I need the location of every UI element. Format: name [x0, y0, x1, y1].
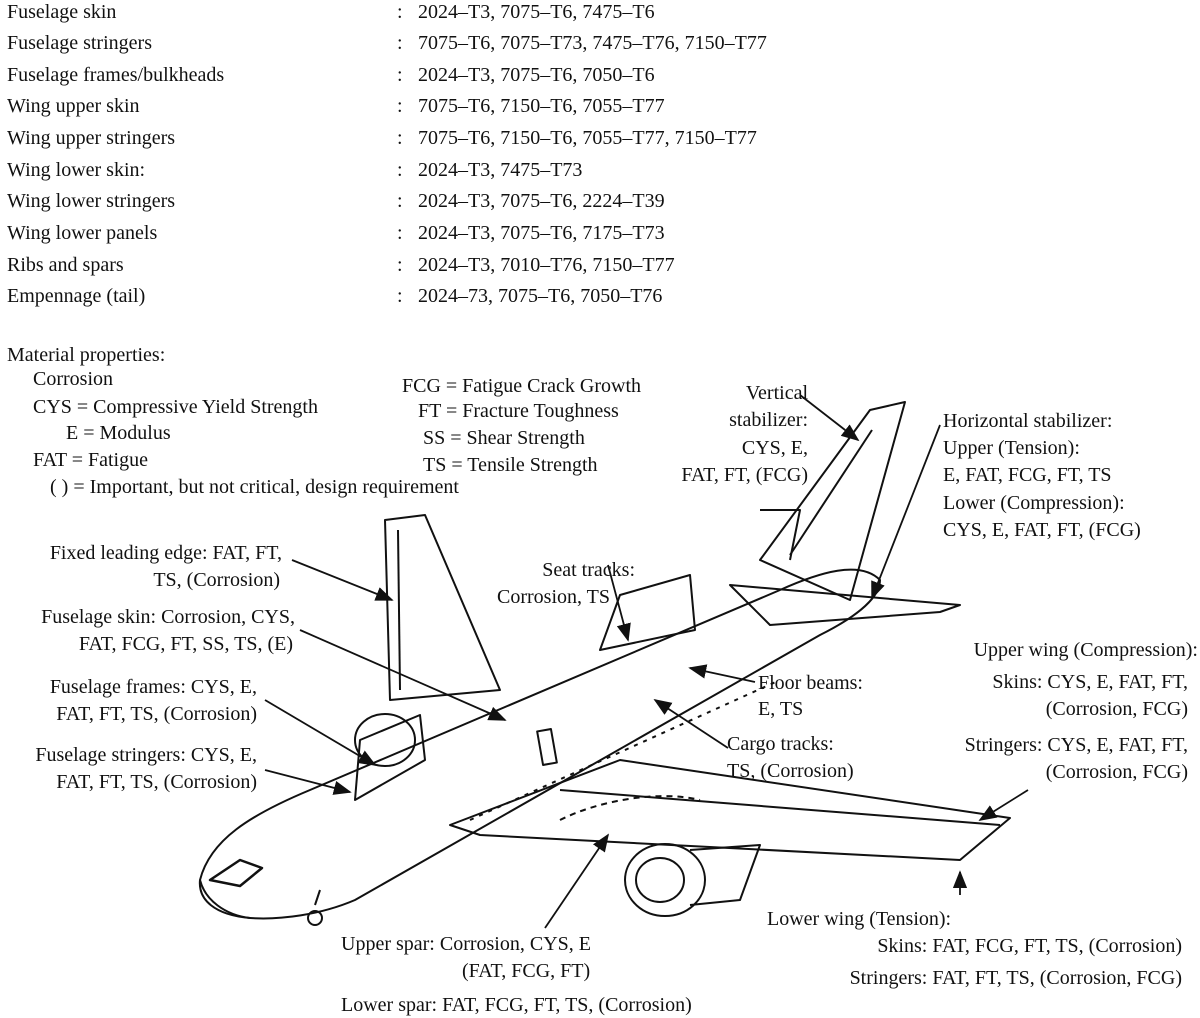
callout-spar-line: Upper spar: Corrosion, CYS, E [341, 932, 591, 956]
legend-heading: Material properties: [7, 343, 165, 367]
separator: : [397, 221, 403, 245]
alloy-list: 7075–T6, 7150–T6, 7055–T77, 7150–T77 [418, 126, 757, 150]
legend-item: FAT = Fatigue [33, 448, 148, 472]
alloy-list: 2024–73, 7075–T6, 7050–T76 [418, 284, 662, 308]
callout-fixed-leading-edge-line: Fixed leading edge: FAT, FT, [50, 541, 282, 565]
arrow-vertical-stabilizer [800, 395, 858, 440]
callout-horizontal-stabilizer-line: Upper (Tension): [943, 436, 1080, 460]
part-name: Fuselage frames/bulkheads [7, 64, 224, 86]
separator: : [397, 284, 403, 308]
separator: : [397, 0, 403, 24]
alloy-list: 2024–T3, 7075–T6, 7475–T6 [418, 0, 655, 24]
callout-fuselage-stringers-line: FAT, FT, TS, (Corrosion) [56, 770, 257, 794]
part-name: Wing lower skin: [7, 159, 145, 181]
left-wing [385, 515, 500, 700]
legend-item: FT = Fracture Toughness [418, 399, 619, 423]
arrow-spar [545, 835, 608, 928]
alloy-list: 2024–T3, 7475–T73 [418, 158, 582, 182]
callout-fixed-leading-edge-line: TS, (Corrosion) [153, 568, 280, 592]
horizontal-stabilizer [730, 585, 960, 625]
arrow-fuselage-stringers [265, 770, 350, 792]
part-name: Wing upper skin [7, 95, 140, 117]
material-row: Empennage (tail) : 2024–73, 7075–T6, 705… [7, 284, 145, 308]
alloy-list: 2024–T3, 7075–T6, 7050–T6 [418, 63, 655, 87]
callout-fuselage-skin-line: Fuselage skin: Corrosion, CYS, [41, 605, 295, 629]
legend-item: Corrosion [33, 367, 113, 391]
alloy-list: 7075–T6, 7075–T73, 7475–T76, 7150–T77 [418, 31, 767, 55]
callout-fuselage-skin-line: FAT, FCG, FT, SS, TS, (E) [79, 632, 293, 656]
callout-vertical-stabilizer-line: CYS, E, [742, 436, 808, 460]
callout-upper-wing-line: (Corrosion, FCG) [1046, 760, 1188, 784]
material-row: Fuselage skin : 2024–T3, 7075–T6, 7475–T… [7, 0, 116, 24]
callout-horizontal-stabilizer-line: E, FAT, FCG, FT, TS [943, 463, 1112, 487]
legend-item: E = Modulus [66, 421, 171, 445]
material-row: Fuselage frames/bulkheads : 2024–T3, 707… [7, 63, 224, 87]
part-name: Fuselage stringers [7, 32, 152, 54]
callout-horizontal-stabilizer-line: Lower (Compression): [943, 491, 1125, 515]
callout-upper-wing-line: Stringers: CYS, E, FAT, FT, [965, 733, 1188, 757]
separator: : [397, 158, 403, 182]
part-name: Fuselage skin [7, 1, 116, 23]
material-row: Wing upper skin : 7075–T6, 7150–T6, 7055… [7, 94, 140, 118]
callout-lower-wing-line: Skins: FAT, FCG, FT, TS, (Corrosion) [877, 934, 1182, 958]
arrow-fixed-leading-edge [292, 560, 392, 600]
material-row: Wing lower skin: : 2024–T3, 7475–T73 [7, 158, 145, 182]
callout-seat-tracks-line: Corrosion, TS [497, 585, 610, 609]
arrow-fuselage-frames [265, 700, 375, 765]
callout-cargo-tracks-line: Cargo tracks: [727, 732, 834, 756]
legend-item: FCG = Fatigue Crack Growth [402, 374, 641, 398]
separator: : [397, 126, 403, 150]
callout-lower-wing-line: Lower wing (Tension): [767, 907, 951, 931]
callout-fuselage-frames-line: FAT, FT, TS, (Corrosion) [56, 702, 257, 726]
callout-upper-wing-line: Skins: CYS, E, FAT, FT, [992, 670, 1188, 694]
callout-floor-beams-line: Floor beams: [758, 671, 863, 695]
callout-upper-wing-line: Upper wing (Compression): [974, 638, 1198, 662]
part-name: Empennage (tail) [7, 285, 145, 307]
callout-spar-line: Lower spar: FAT, FCG, FT, TS, (Corrosion… [341, 993, 692, 1017]
callout-vertical-stabilizer-line: stabilizer: [729, 408, 808, 432]
material-row: Ribs and spars : 2024–T3, 7010–T76, 7150… [7, 253, 124, 277]
callout-cargo-tracks-line: TS, (Corrosion) [727, 759, 854, 783]
part-name: Wing lower panels [7, 222, 157, 244]
separator: : [397, 253, 403, 277]
callout-floor-beams-line: E, TS [758, 697, 803, 721]
callout-vertical-stabilizer-line: Vertical [746, 381, 808, 405]
arrow-floor-beams [690, 668, 755, 682]
alloy-list: 7075–T6, 7150–T6, 7055–T77 [418, 94, 665, 118]
part-name: Wing upper stringers [7, 127, 175, 149]
cockpit [210, 860, 262, 886]
alloy-list: 2024–T3, 7010–T76, 7150–T77 [418, 253, 675, 277]
material-row: Wing lower panels : 2024–T3, 7075–T6, 71… [7, 221, 157, 245]
callout-horizontal-stabilizer-line: CYS, E, FAT, FT, (FCG) [943, 518, 1141, 542]
callout-fuselage-stringers-line: Fuselage stringers: CYS, E, [35, 743, 257, 767]
separator: : [397, 63, 403, 87]
material-row: Fuselage stringers : 7075–T6, 7075–T73, … [7, 31, 152, 55]
part-name: Wing lower stringers [7, 190, 175, 212]
material-row: Wing upper stringers : 7075–T6, 7150–T6,… [7, 126, 175, 150]
arrow-upper-wing [980, 790, 1028, 820]
arrow-fuselage-skin [300, 630, 505, 720]
separator: : [397, 189, 403, 213]
arrow-horizontal-stabilizer [872, 425, 940, 598]
part-name: Ribs and spars [7, 254, 124, 276]
callout-lower-wing-line: Stringers: FAT, FT, TS, (Corrosion, FCG) [850, 966, 1182, 990]
legend-item: SS = Shear Strength [423, 426, 585, 450]
callout-upper-wing-line: (Corrosion, FCG) [1046, 697, 1188, 721]
callout-spar-line: (FAT, FCG, FT) [462, 959, 590, 983]
separator: : [397, 31, 403, 55]
legend-item: ( ) = Important, but not critical, desig… [50, 475, 459, 499]
legend-item: CYS = Compressive Yield Strength [33, 395, 318, 419]
separator: : [397, 94, 403, 118]
callout-fuselage-frames-line: Fuselage frames: CYS, E, [50, 675, 257, 699]
alloy-list: 2024–T3, 7075–T6, 2224–T39 [418, 189, 665, 213]
callout-vertical-stabilizer-line: FAT, FT, (FCG) [681, 463, 808, 487]
callout-seat-tracks-line: Seat tracks: [542, 558, 635, 582]
legend-item: TS = Tensile Strength [423, 453, 598, 477]
alloy-list: 2024–T3, 7075–T6, 7175–T73 [418, 221, 665, 245]
callout-horizontal-stabilizer-line: Horizontal stabilizer: [943, 409, 1112, 433]
material-row: Wing lower stringers : 2024–T3, 7075–T6,… [7, 189, 175, 213]
